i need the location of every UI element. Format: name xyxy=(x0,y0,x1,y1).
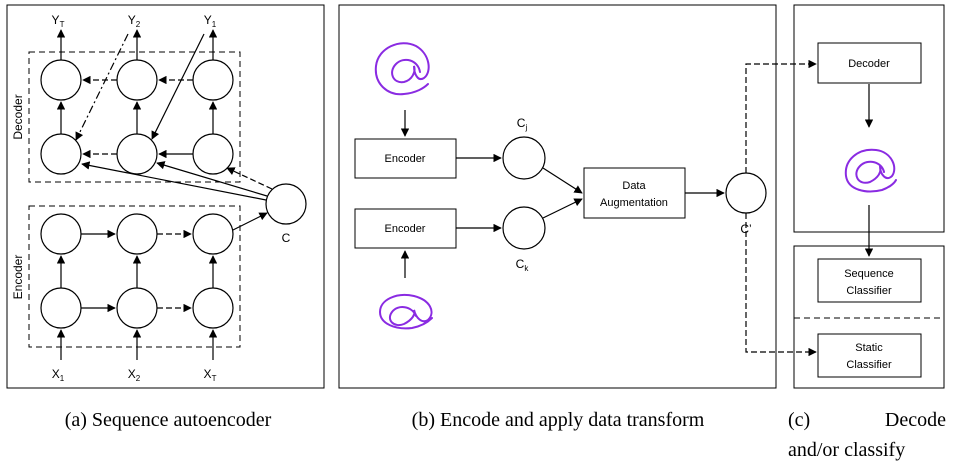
decoder-box xyxy=(817,42,922,84)
cprime-to-decoder-route xyxy=(745,59,817,173)
ck-label: Ck xyxy=(516,257,530,273)
decoder-group-box xyxy=(28,51,241,183)
decoder-node-bottom-2 xyxy=(116,133,158,175)
input-label-x1: X1 xyxy=(52,367,65,383)
handwritten-at-top-icon xyxy=(374,42,430,96)
cj-to-augment-arrow xyxy=(542,167,583,194)
decoder-node-bottom-1 xyxy=(40,133,82,175)
static-classifier-label-1: Static xyxy=(855,342,883,354)
encoder-node-top-1 xyxy=(40,213,82,255)
sequence-classifier-box xyxy=(817,258,922,303)
handwritten-at-bottom-icon xyxy=(378,294,433,330)
panel-c: Decoder Sequence Classifier Static Class… xyxy=(745,4,945,389)
decoder-node-top-2 xyxy=(116,59,158,101)
caption-c-left: (c) xyxy=(788,409,810,431)
cj-label: Cj xyxy=(517,116,528,132)
output-label-yt: YT xyxy=(52,13,65,29)
data-augmentation-box xyxy=(583,167,686,219)
c-prime-label: C’ xyxy=(740,222,751,236)
context-node-c xyxy=(265,183,307,225)
panel-a: Decoder Encoder C YT Y2 Y1 xyxy=(6,4,325,389)
encoder-to-context-arrow xyxy=(232,212,268,231)
encoder-box-bottom xyxy=(354,208,457,249)
output-label-y1: Y1 xyxy=(204,13,217,29)
decoder-node-top-3 xyxy=(192,59,234,101)
panel-b-frame xyxy=(338,4,777,389)
caption-a: (a) Sequence autoencoder xyxy=(65,409,272,431)
decoder-node-top-1 xyxy=(40,59,82,101)
encoder-box-top xyxy=(354,138,457,179)
input-label-xt: XT xyxy=(204,367,217,383)
caption-b: (b) Encode and apply data transform xyxy=(412,409,705,431)
cj-node xyxy=(502,136,546,180)
encoder-node-bottom-1 xyxy=(40,287,82,329)
context-to-decoder-3 xyxy=(226,167,273,190)
cprime-to-static-classifier-route xyxy=(745,213,817,357)
encoder-node-top-2 xyxy=(116,213,158,255)
feedback-arrow-y2 xyxy=(75,33,129,141)
caption-c-right: Decode xyxy=(885,409,946,431)
encoder-side-label: Encoder xyxy=(11,255,25,300)
encoder-node-top-3 xyxy=(192,213,234,255)
encoder-box-bottom-label: Encoder xyxy=(385,223,426,235)
decoder-box-label: Decoder xyxy=(848,58,890,70)
encoder-node-bottom-3 xyxy=(192,287,234,329)
sequence-classifier-label-2: Classifier xyxy=(846,285,892,297)
decoder-side-label: Decoder xyxy=(11,94,25,139)
handwritten-at-output-icon xyxy=(844,148,897,193)
feedback-arrow-y1 xyxy=(151,33,205,140)
context-to-decoder-1 xyxy=(81,161,267,201)
ck-node xyxy=(502,206,546,250)
c-prime-node xyxy=(725,172,767,214)
caption-c-line2: and/or classify xyxy=(788,439,905,461)
data-augmentation-label-2: Augmentation xyxy=(600,197,668,209)
panel-b: Encoder Encoder Cj Ck Data Augmentation … xyxy=(338,4,777,389)
ck-to-augment-arrow xyxy=(542,198,583,219)
input-label-x2: X2 xyxy=(128,367,141,383)
sequence-classifier-label-1: Sequence xyxy=(844,268,894,280)
data-augmentation-label-1: Data xyxy=(622,180,646,192)
static-classifier-label-2: Classifier xyxy=(846,359,892,371)
encoder-box-top-label: Encoder xyxy=(385,153,426,165)
output-label-y2: Y2 xyxy=(128,13,141,29)
context-label: C xyxy=(282,231,291,245)
panel-a-frame xyxy=(6,4,325,389)
encoder-group-box xyxy=(28,205,241,348)
static-classifier-box xyxy=(817,333,922,378)
encoder-node-bottom-2 xyxy=(116,287,158,329)
context-to-decoder-2 xyxy=(156,161,268,197)
